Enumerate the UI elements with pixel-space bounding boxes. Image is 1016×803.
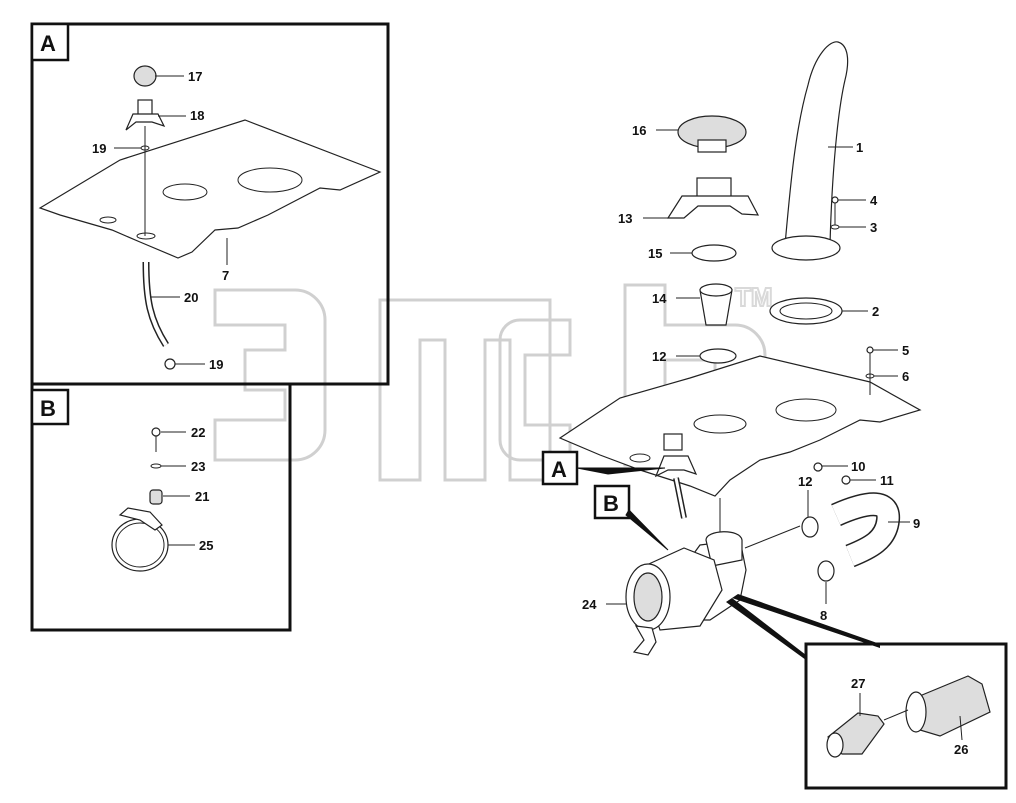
detail-a-label: A	[40, 31, 56, 56]
callout-12-upper: 12	[652, 349, 666, 364]
callout-26: 26	[954, 742, 968, 757]
callout-17: 17	[188, 69, 202, 84]
callout-27: 27	[851, 676, 865, 691]
callout-5: 5	[902, 343, 909, 358]
callout-4: 4	[870, 193, 878, 208]
tag-b-label: B	[603, 491, 619, 516]
callout-9: 9	[913, 516, 920, 531]
callout-11: 11	[880, 473, 894, 488]
main-assembly: 1 4 3 2 16 13 15 14 12	[541, 41, 1008, 790]
detail-b-label: B	[40, 396, 56, 421]
callout-8: 8	[820, 608, 827, 623]
trademark-text: TM	[735, 282, 773, 312]
callout-6: 6	[902, 369, 909, 384]
callout-18: 18	[190, 108, 204, 123]
callout-23: 23	[191, 459, 205, 474]
callout-3: 3	[870, 220, 877, 235]
callout-24: 24	[582, 597, 597, 612]
callout-13: 13	[618, 211, 632, 226]
callout-7: 7	[222, 268, 229, 283]
callout-10: 10	[851, 459, 865, 474]
callout-12-lower: 12	[798, 474, 812, 489]
callout-20: 20	[184, 290, 198, 305]
detail-b-panel: B 22 23 21 25	[30, 382, 292, 632]
callout-21: 21	[195, 489, 209, 504]
callout-25: 25	[199, 538, 213, 553]
tag-a-label: A	[551, 457, 567, 482]
callout-19-top: 19	[92, 141, 106, 156]
callout-2: 2	[872, 304, 879, 319]
callout-14: 14	[652, 291, 667, 306]
detail-a-panel: A 17 18 19 7 20 19	[30, 22, 390, 386]
callout-1: 1	[856, 140, 863, 155]
callout-15: 15	[648, 246, 662, 261]
callout-22: 22	[191, 425, 205, 440]
callout-19-bottom: 19	[209, 357, 223, 372]
callout-16: 16	[632, 123, 646, 138]
